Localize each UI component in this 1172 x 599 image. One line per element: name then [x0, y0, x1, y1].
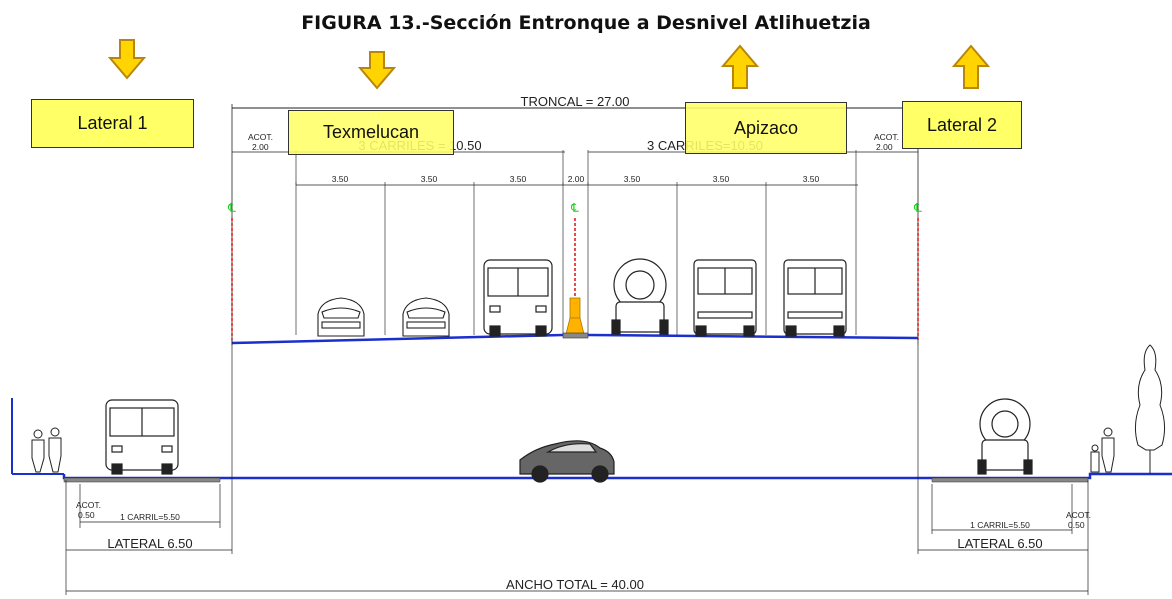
tanker-truck-icon — [611, 258, 669, 335]
acot-left-label: ACOT. — [248, 132, 273, 142]
centerline-symbol: ℄ — [913, 201, 922, 215]
centerline-left: ℄ — [227, 201, 236, 340]
pedestrian-icon — [31, 427, 62, 473]
tanker-truck-icon — [977, 398, 1033, 475]
acot-left-value: 2.00 — [252, 142, 269, 152]
lane-width: 3.50 — [713, 174, 730, 184]
label-apizaco: Apizaco — [685, 102, 847, 154]
median-barrier — [562, 297, 589, 339]
lane-width: 3.50 — [421, 174, 438, 184]
truck-front-icon — [693, 259, 757, 337]
label-texmelucan: Texmelucan — [288, 110, 454, 155]
lateral-left-label: LATERAL 6.50 — [107, 536, 192, 551]
bus-front-icon — [483, 259, 553, 337]
carril-right-label: 1 CARRIL=5.50 — [970, 520, 1030, 530]
label-lateral-1: Lateral 1 — [31, 99, 194, 148]
lane-width: 3.50 — [510, 174, 527, 184]
car-front-icon — [317, 297, 365, 337]
ground-road — [11, 398, 1172, 483]
acot-right-value: 2.00 — [876, 142, 893, 152]
car-front-icon — [402, 297, 450, 337]
lateral-right-label: LATERAL 6.50 — [957, 536, 1042, 551]
acot-low-right-label: ACOT. — [1066, 510, 1091, 520]
median-width: 2.00 — [568, 174, 585, 184]
arrow-up-icon — [951, 44, 991, 89]
car-side-icon — [519, 440, 615, 483]
label-lateral-2: Lateral 2 — [902, 101, 1022, 149]
lane-width: 3.50 — [803, 174, 820, 184]
arrow-down-icon — [357, 51, 397, 90]
truck-front-icon — [783, 259, 847, 337]
acot-low-left-label: ACOT. — [76, 500, 101, 510]
lane-width: 3.50 — [332, 174, 349, 184]
ancho-total-label: ANCHO TOTAL = 40.00 — [506, 577, 644, 592]
bus-front-icon — [105, 399, 179, 475]
centerline-middle: ℄ — [570, 201, 579, 300]
tree-icon — [1134, 344, 1166, 474]
acot-right-label: ACOT. — [874, 132, 899, 142]
arrow-up-icon — [720, 44, 760, 89]
arrow-down-icon — [107, 39, 147, 80]
troncal-label: TRONCAL = 27.00 — [521, 94, 630, 109]
lane-width: 3.50 — [624, 174, 641, 184]
page-title: FIGURA 13.-Sección Entronque a Desnivel … — [301, 12, 871, 34]
lower-dimensions: ACOT. 0.50 ACOT. 0.50 1 CARRIL=5.50 1 CA… — [65, 345, 1091, 595]
pedestrian-icon — [1090, 427, 1115, 473]
centerline-symbol: ℄ — [570, 201, 579, 215]
acot-low-left-value: 0.50 — [78, 510, 95, 520]
acot-low-right-value: 0.50 — [1068, 520, 1085, 530]
centerline-right: ℄ — [913, 201, 922, 340]
carril-left-label: 1 CARRIL=5.50 — [120, 512, 180, 522]
centerline-symbol: ℄ — [227, 201, 236, 215]
